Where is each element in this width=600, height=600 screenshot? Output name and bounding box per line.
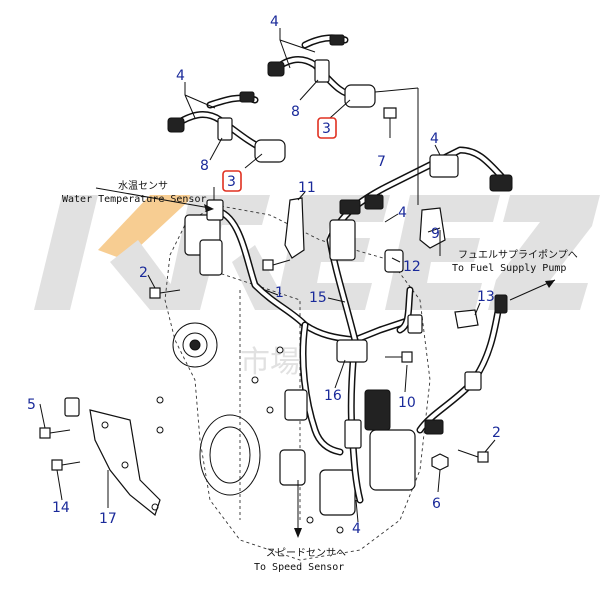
- arrows: [95, 187, 556, 538]
- watermark-sub: 市場: [240, 345, 300, 380]
- bolt-14: [51, 459, 81, 471]
- bolt-2b: [457, 449, 489, 463]
- captions: 水温センサ Water Temperature Sensor フュエルサプライポ…: [62, 180, 578, 573]
- fuel-pump-caption-jp: フュエルサプライポンプへ: [458, 249, 578, 261]
- bracket-17: [64, 397, 161, 517]
- callout-11: 11: [298, 180, 316, 196]
- sub-harness-3-upper: [267, 34, 376, 119]
- callout-2: 2: [139, 265, 148, 281]
- brackets: [284, 197, 479, 329]
- callout-9: 9: [431, 226, 440, 242]
- engine-block: [156, 204, 431, 561]
- callout-12: 12: [403, 259, 421, 275]
- callout-8: 8: [200, 158, 209, 174]
- callout-14: 14: [52, 500, 70, 516]
- bolts: [39, 107, 489, 471]
- callout-13: 13: [477, 289, 495, 305]
- callout-3-box: [317, 117, 337, 139]
- leader-lines: [39, 28, 496, 523]
- fuel-pump-arrowhead: [545, 280, 555, 288]
- callout-numbers: 4 4 8 8 3 3 7 4 11 4 9 2 12 1 15 13 5 10…: [27, 14, 501, 537]
- callout-4: 4: [270, 14, 279, 30]
- speed-sensor-caption-jp: スピードセンサへ: [266, 547, 346, 559]
- callout-15: 15: [309, 290, 327, 306]
- callout-4: 4: [398, 205, 407, 221]
- callout-4: 4: [430, 131, 439, 147]
- water-temp-caption-en: Water Temperature Sensor: [62, 194, 207, 205]
- callout-17: 17: [99, 511, 117, 527]
- callout-5: 5: [27, 397, 36, 413]
- nut-6: [431, 453, 449, 471]
- water-temp-arrowhead: [204, 204, 214, 212]
- callout-7: 7: [377, 154, 386, 170]
- callout-8: 8: [291, 104, 300, 120]
- bolt-10: [385, 351, 413, 363]
- fuel-pump-caption-en: To Fuel Supply Pump: [452, 263, 566, 274]
- callout-10: 10: [398, 395, 416, 411]
- speed-sensor-caption-en: To Speed Sensor: [254, 562, 344, 573]
- callout-2: 2: [492, 425, 501, 441]
- water-temp-caption-jp: 水温センサ: [118, 180, 168, 192]
- sub-harness-3-lower: [167, 91, 286, 169]
- callout-4: 4: [352, 521, 361, 537]
- callout-6: 6: [432, 496, 441, 512]
- speed-sensor-arrowhead: [294, 528, 302, 538]
- callout-3-box: [222, 170, 242, 192]
- callout-4: 4: [176, 68, 185, 84]
- harness-connectors: [206, 154, 513, 486]
- callout-3: 3: [227, 174, 236, 190]
- callout-1: 1: [275, 285, 284, 301]
- callout-3: 3: [322, 121, 331, 137]
- bolt-11: [262, 259, 291, 271]
- bolt-5: [39, 427, 71, 439]
- watermark: 市場: [34, 195, 600, 380]
- bolt-7: [383, 107, 397, 138]
- callout-16: 16: [324, 388, 342, 404]
